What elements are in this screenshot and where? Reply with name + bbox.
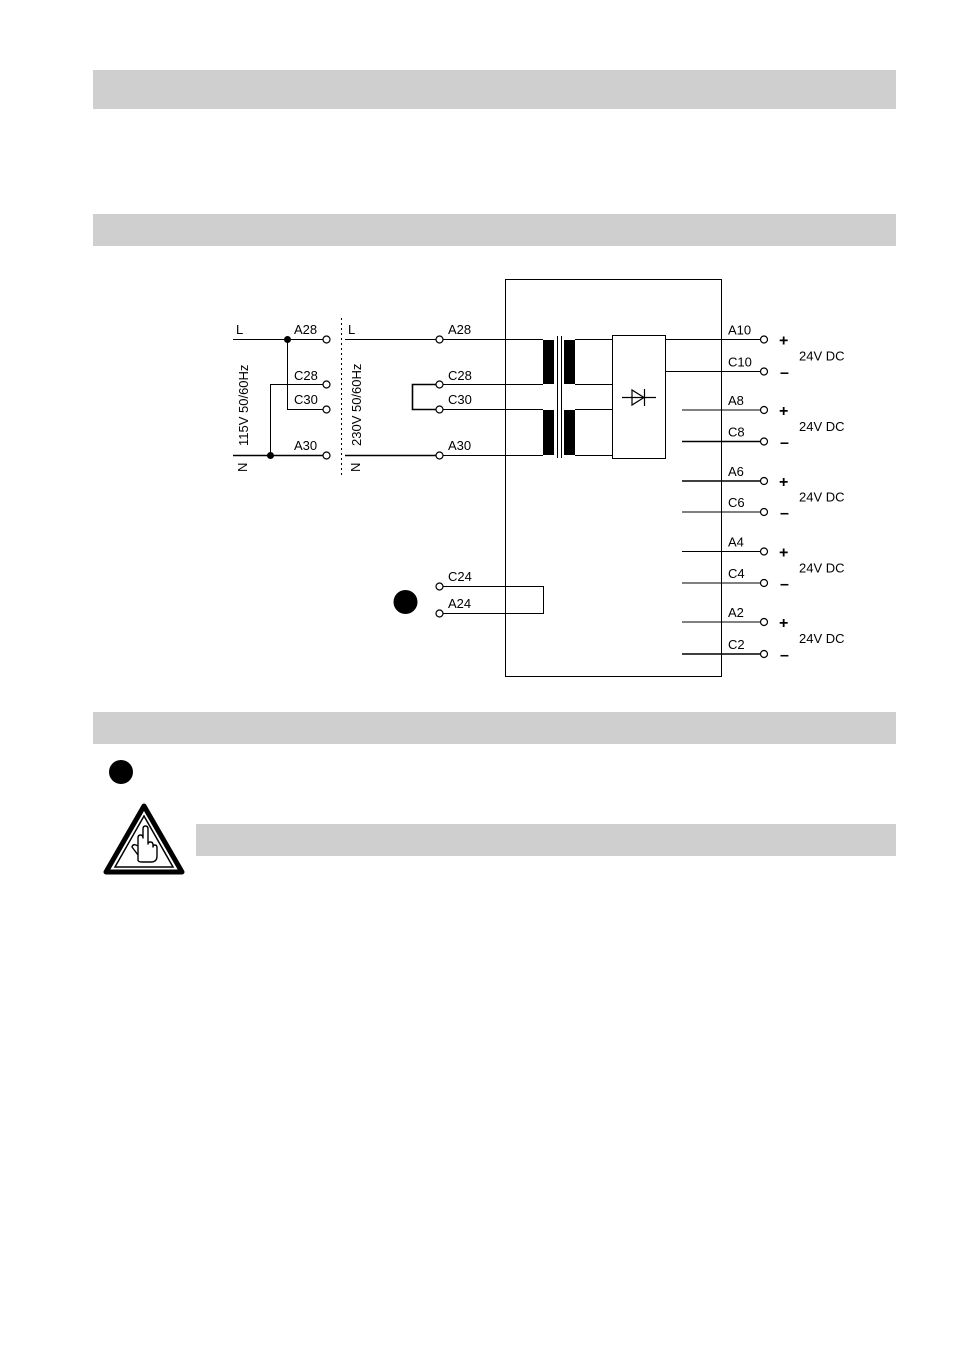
output-voltage-label: 24V DC <box>799 349 845 364</box>
terminal-label: C28 <box>294 368 318 383</box>
terminal-label: C8 <box>728 425 745 440</box>
terminal-c30-230 <box>435 405 444 414</box>
plus-icon: + <box>779 333 788 350</box>
warning-header-bar <box>196 824 896 856</box>
minus-icon: – <box>780 435 789 452</box>
terminal-label: C2 <box>728 637 745 652</box>
terminal-a8 <box>759 405 769 415</box>
output-voltage-label: 24V DC <box>799 631 845 646</box>
output-voltage-label: 24V DC <box>799 490 845 505</box>
terminal-c24 <box>435 582 444 591</box>
terminal-label: A8 <box>728 393 744 408</box>
minus-icon: – <box>780 365 789 382</box>
transformer-icon <box>543 340 575 455</box>
terminal-label: C24 <box>448 569 472 584</box>
terminal-label: A28 <box>448 322 471 337</box>
diode-icon <box>622 388 656 407</box>
voltage-label-230: 230V 50/60Hz <box>349 364 364 446</box>
terminal-label: C30 <box>294 392 318 407</box>
terminal-label: C4 <box>728 566 745 581</box>
terminal-label: C6 <box>728 495 745 510</box>
section-header-bar-1 <box>93 70 896 109</box>
rectifier-box <box>612 335 666 459</box>
terminal-label: A2 <box>728 605 744 620</box>
plus-icon: + <box>779 545 788 562</box>
neutral-label-230: N <box>348 463 363 472</box>
terminal-c6 <box>759 507 769 517</box>
voltage-label-115: 115V 50/60Hz <box>236 365 251 446</box>
terminal-a28-230 <box>435 335 444 344</box>
minus-icon: – <box>780 505 789 522</box>
terminal-c10 <box>759 367 769 376</box>
minus-icon: – <box>780 647 789 664</box>
terminal-c28-115 <box>322 380 331 389</box>
terminal-label: A4 <box>728 535 744 550</box>
terminal-label: C28 <box>448 368 472 383</box>
section-header-bar-2 <box>93 214 896 246</box>
terminal-a10 <box>759 335 769 344</box>
terminal-a30-115 <box>322 451 331 460</box>
terminal-c28-230 <box>435 380 444 389</box>
neutral-label-115: N <box>235 463 250 472</box>
output-voltage-label: 24V DC <box>799 419 845 434</box>
terminal-a28-115 <box>322 335 331 344</box>
plus-icon: + <box>779 403 788 420</box>
terminal-label: A6 <box>728 464 744 479</box>
terminal-c30-115 <box>322 405 331 414</box>
plus-icon: + <box>779 615 788 632</box>
terminal-label: A28 <box>294 322 317 337</box>
terminal-label: A24 <box>448 596 471 611</box>
minus-icon: – <box>780 576 789 593</box>
terminal-label: A30 <box>294 438 317 453</box>
terminal-c4 <box>759 578 769 588</box>
note-dot-icon <box>109 760 133 784</box>
section-header-bar-3 <box>93 712 896 744</box>
terminal-label: A30 <box>448 438 471 453</box>
line-label-230: L <box>348 322 355 337</box>
terminal-label: C10 <box>728 355 752 370</box>
terminal-a6 <box>759 476 769 486</box>
power-module-box <box>505 279 722 677</box>
output-voltage-label: 24V DC <box>799 560 845 575</box>
terminal-label: C30 <box>448 392 472 407</box>
warning-hand-icon <box>103 803 185 875</box>
terminal-a24 <box>435 609 444 618</box>
terminal-a2 <box>759 617 769 627</box>
line-label-115: L <box>236 322 243 337</box>
terminal-label: A10 <box>728 323 751 338</box>
terminal-a30-230 <box>435 451 444 460</box>
terminal-c8 <box>759 437 769 446</box>
plus-icon: + <box>779 474 788 491</box>
terminal-c2 <box>759 649 769 659</box>
note-dot-icon <box>393 590 418 614</box>
terminal-a4 <box>759 547 769 556</box>
